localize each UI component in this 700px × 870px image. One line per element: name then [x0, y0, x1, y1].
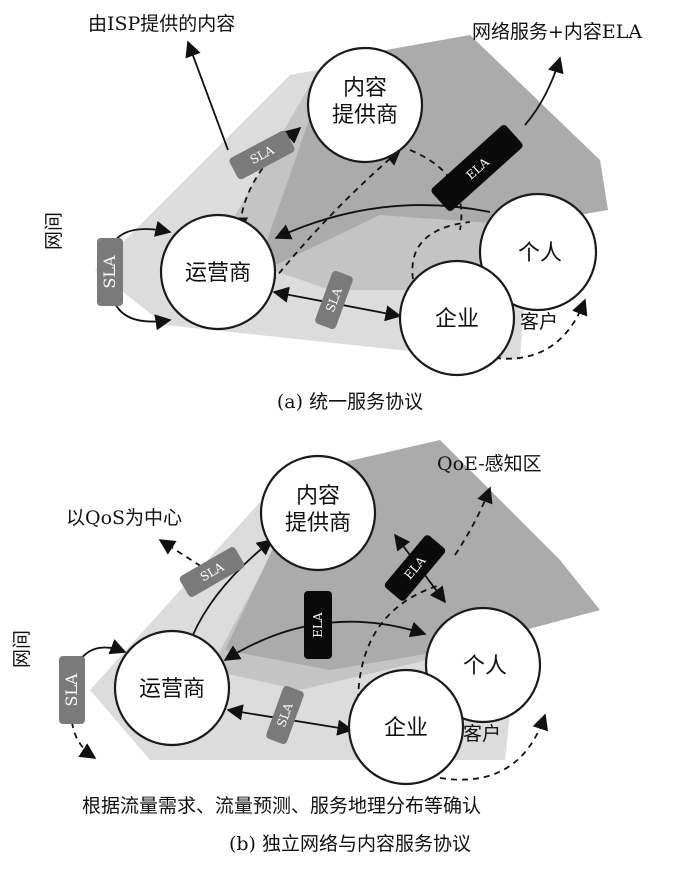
a-ela-badge: ELA [431, 125, 523, 211]
b-content-provider-label-1: 内容 [296, 484, 340, 509]
b-sla-bottom-badge: SLA [266, 686, 304, 744]
svg-text:ELA: ELA [311, 612, 325, 638]
b-arrow-op-cp [189, 538, 274, 643]
a-dash-cp-customer [409, 149, 463, 231]
b-sla-left-badge: SLA [59, 656, 85, 724]
a-sla-top-badge: SLA [229, 130, 295, 180]
b-ela-mid-badge: ELA [304, 591, 332, 659]
a-operator-node[interactable] [159, 213, 277, 331]
a-isp-note: 由ISP提供的内容 [88, 13, 235, 35]
b-individual-label: 个人 [463, 654, 507, 679]
b-operator-label: 运营商 [139, 677, 205, 702]
b-qoe-arrow [454, 486, 493, 556]
a-ela-note: 网络服务+内容ELA [472, 21, 642, 43]
a-content-provider-label-1: 内容 [343, 76, 387, 101]
b-dash-customer-loop [357, 584, 441, 701]
b-customer-label: 客户 [463, 723, 501, 745]
a-enterprise-label: 企业 [435, 307, 479, 332]
b-enterprise-label: 企业 [384, 716, 428, 741]
a-arrow-customer-op [274, 204, 491, 240]
a-dash-customer-bottom [494, 298, 588, 360]
svg-text:SLA: SLA [62, 673, 81, 707]
b-dash-customer-bottom [439, 713, 549, 781]
a-individual-label: 个人 [518, 241, 562, 266]
a-enterprise-node[interactable] [398, 259, 516, 377]
b-individual-node[interactable] [424, 606, 542, 724]
b-content-provider-label-2: 提供商 [285, 511, 351, 536]
b-qos-arrow [158, 539, 211, 573]
a-inter-network-label: 网间 [43, 212, 65, 250]
a-content-provider-node[interactable] [306, 46, 424, 164]
b-caption: (b) 独立网络与内容服务协议 [229, 833, 471, 855]
b-operator-node[interactable] [113, 629, 231, 747]
b-enterprise-node[interactable] [347, 668, 465, 786]
a-sla-bottom-badge: SLA [315, 271, 353, 329]
a-sla-left-badge: SLA [97, 238, 123, 306]
a-caption: (a) 统一服务协议 [277, 391, 423, 413]
a-individual-node[interactable] [478, 192, 598, 312]
a-isp-arrow [185, 40, 229, 151]
a-operator-label: 运营商 [185, 261, 251, 286]
a-customer-label: 客户 [520, 311, 558, 333]
a-content-provider-label-2: 提供商 [332, 103, 398, 128]
b-inter-network-label: 网间 [11, 630, 33, 668]
b-qos-note: 以QoS为中心 [66, 507, 182, 529]
b-qoe-note: QoE-感知区 [437, 453, 542, 475]
diagram-b: QoE-感知区 以QoS为中心 内容 提供商 运营商 个人 企业 客户 [11, 440, 600, 855]
a-ela-note-arrow [524, 56, 564, 126]
a-dash-customer-loop [411, 221, 471, 291]
b-internet-loop-bottom [71, 721, 97, 759]
svg-text:SLA: SLA [100, 255, 119, 289]
b-confirm-note: 根据流量需求、流量预测、服务地理分布等确认 [82, 795, 481, 817]
diagram-a: 由ISP提供的内容 网络服务+内容ELA 内容 提供商 运营商 个人 企业 客户 [43, 13, 642, 413]
b-internet-loop-top [79, 639, 127, 661]
a-dash-operator-cp [271, 148, 402, 283]
b-content-provider-node[interactable] [259, 454, 377, 572]
b-sla-top-badge: SLA [179, 547, 245, 597]
